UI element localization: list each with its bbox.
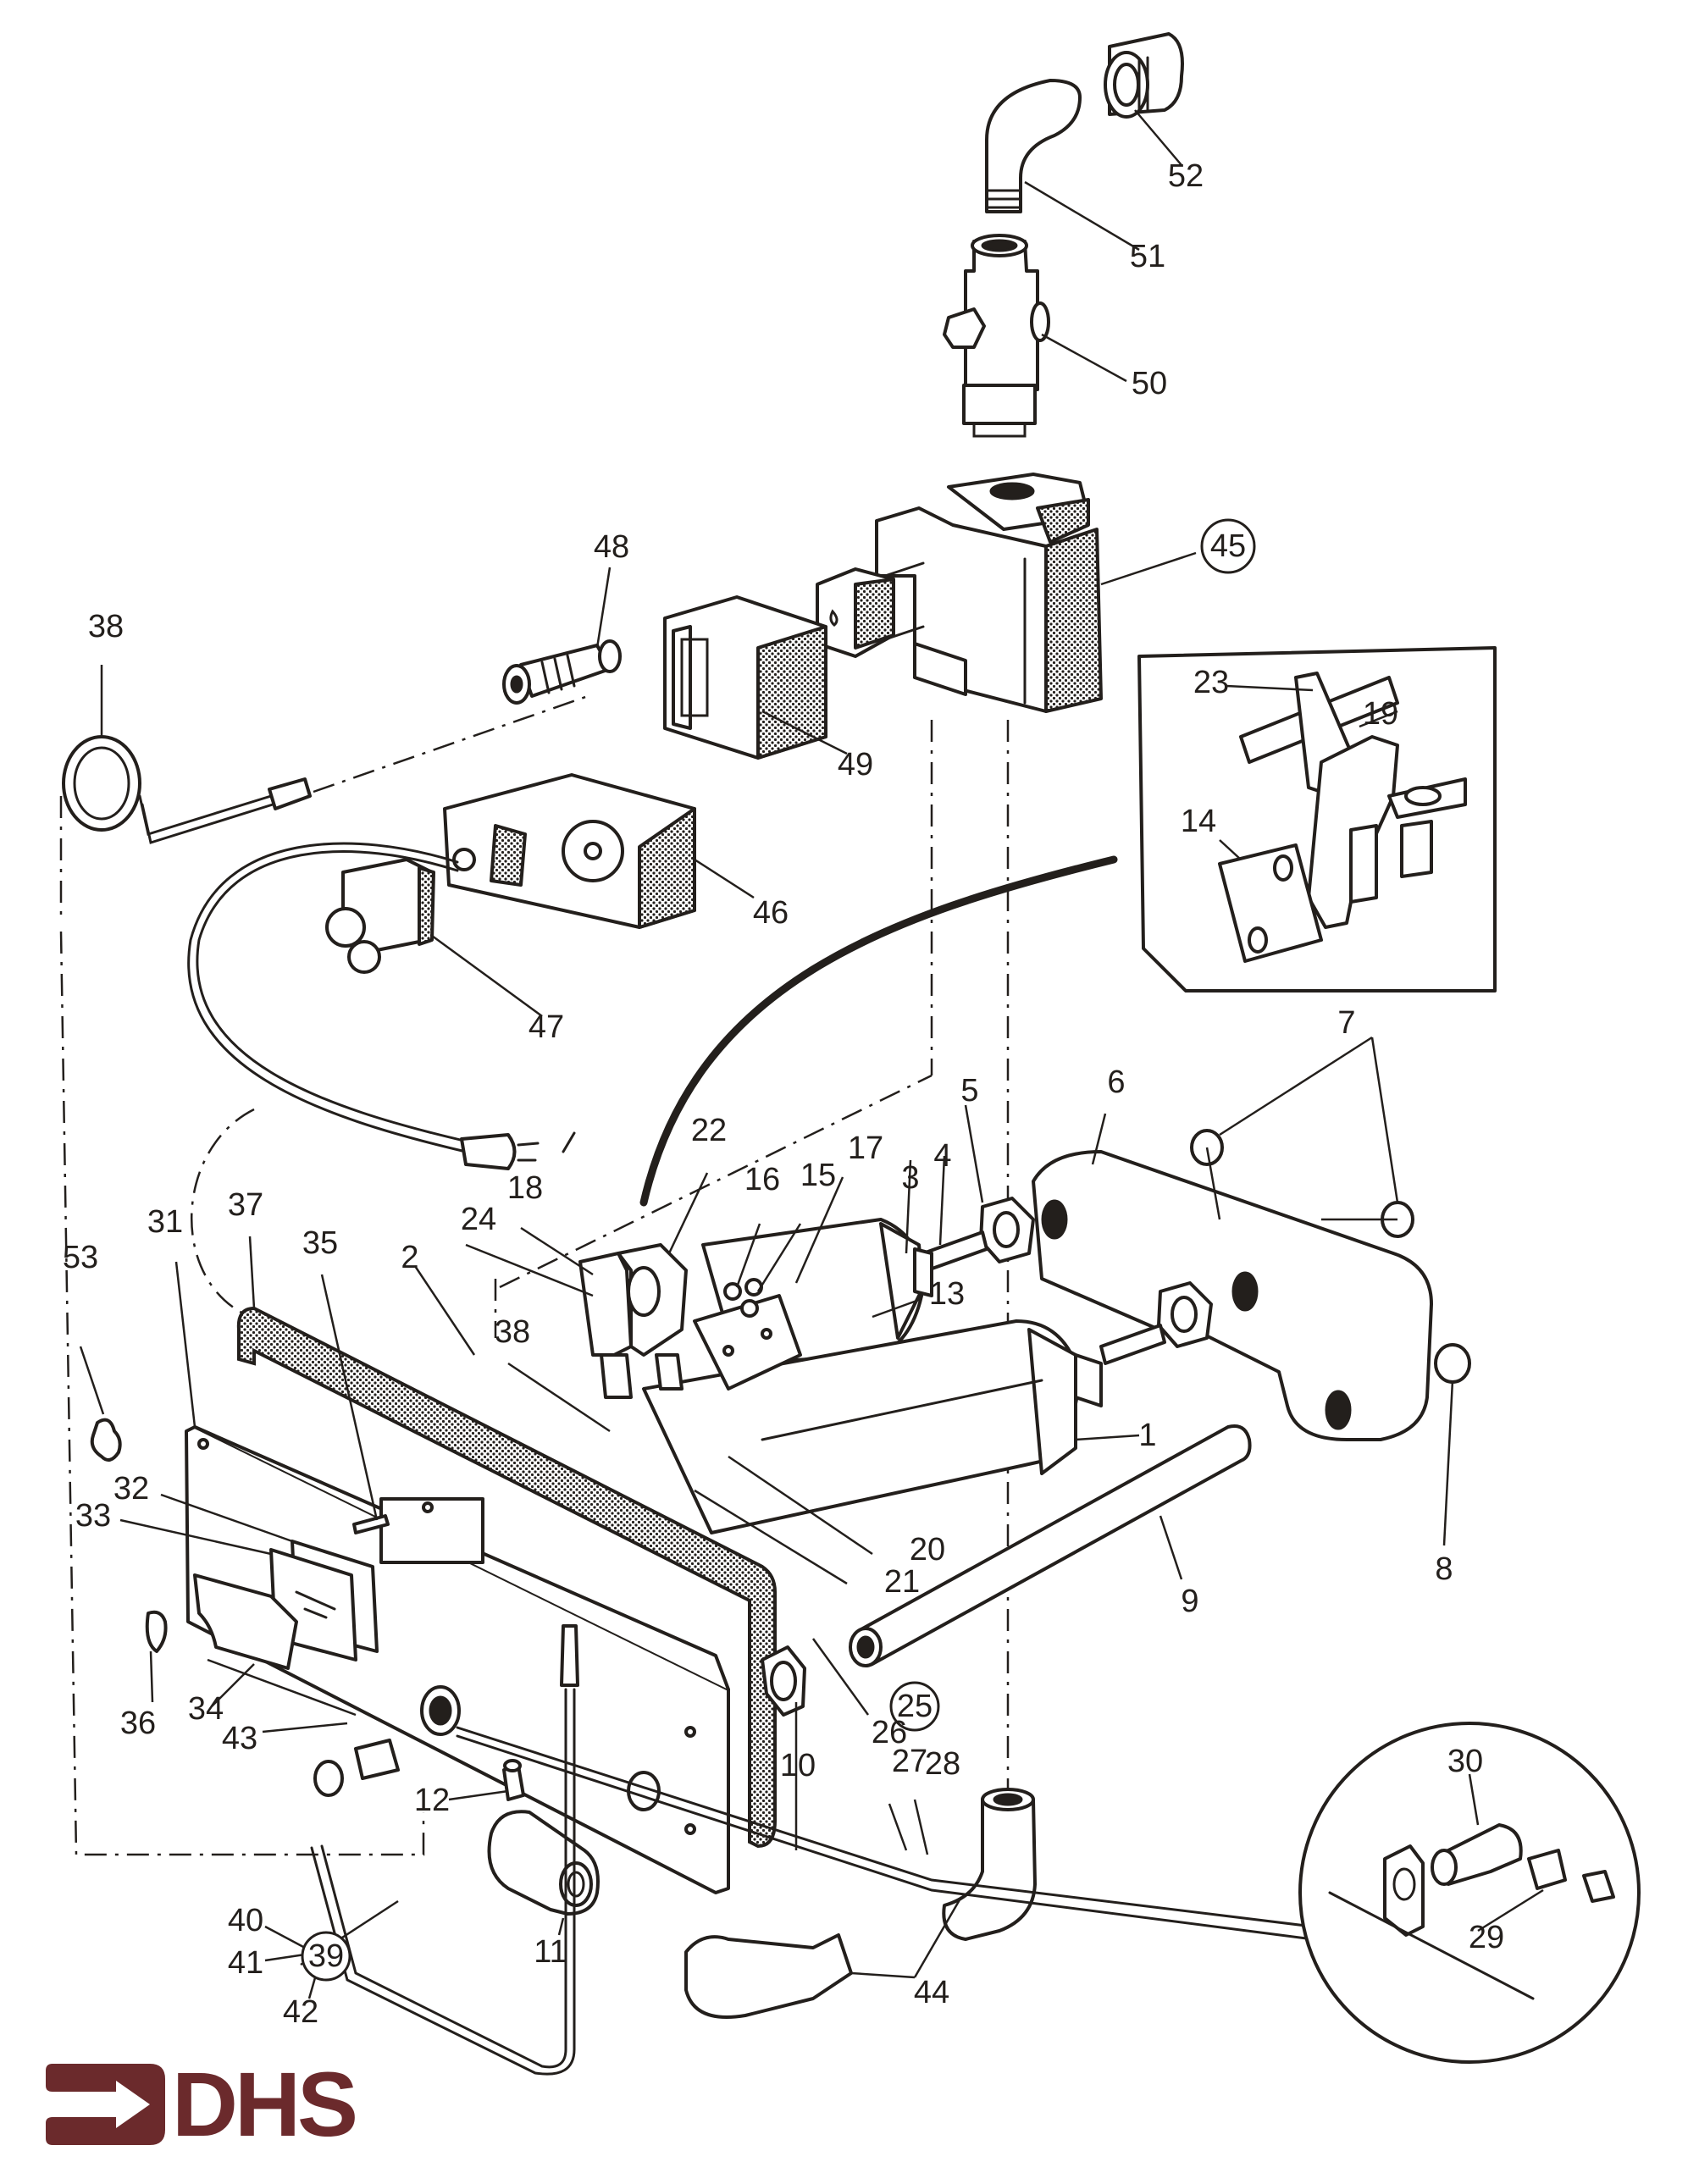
inset-pilot-burner (1137, 646, 1497, 992)
part-35-stud (352, 1514, 390, 1534)
part-12-nipple (502, 1759, 525, 1801)
label-19: 19 (1363, 696, 1398, 732)
label-44: 44 (914, 1975, 949, 2010)
label-51: 51 (1130, 239, 1165, 274)
label-21: 21 (884, 1564, 920, 1600)
label-11: 11 (534, 1934, 567, 1970)
label-43: 43 (222, 1721, 257, 1756)
part-8-cap (1434, 1343, 1471, 1384)
label-27: 27 (892, 1744, 927, 1779)
part-38-thermocouple (62, 735, 312, 844)
gas-line (456, 1726, 1314, 1928)
part-37-rope-seal (236, 1306, 777, 1849)
label-48: 48 (594, 529, 629, 565)
label-14: 14 (1181, 804, 1216, 839)
label-3: 3 (901, 1160, 919, 1196)
label-28: 28 (925, 1746, 960, 1782)
label-50: 50 (1132, 366, 1167, 401)
label-25-circle (889, 1681, 940, 1732)
part-51-elbow (985, 79, 1082, 213)
arrow-bracket-icon (46, 2064, 165, 2145)
label-42: 42 (283, 1994, 318, 2030)
parts-15-16-17-screws (723, 1278, 763, 1318)
label-26: 26 (872, 1715, 907, 1750)
label-38-top: 38 (88, 609, 124, 644)
label-52: 52 (1168, 158, 1204, 194)
label-6: 6 (1107, 1064, 1125, 1100)
label-38-mid: 38 (495, 1314, 530, 1350)
label-34: 34 (188, 1691, 224, 1727)
label-33: 33 (75, 1498, 111, 1534)
part-45-gas-valve (875, 473, 1103, 713)
part-31-front-panel (185, 1425, 730, 1894)
label-5: 5 (960, 1073, 978, 1109)
label-31: 31 (147, 1204, 183, 1240)
part-50-valve-fitting (943, 234, 1050, 438)
part-52-reducer (1104, 32, 1184, 119)
part-4-stud (921, 1230, 1166, 1365)
label-12: 12 (414, 1783, 450, 1818)
label-16: 16 (744, 1162, 780, 1197)
logo-mark-shape (46, 2064, 165, 2145)
label-20: 20 (910, 1532, 945, 1568)
label-13: 13 (929, 1276, 965, 1312)
label-18: 18 (507, 1170, 543, 1206)
part-46-control-unit (443, 773, 696, 929)
label-15: 15 (800, 1158, 836, 1193)
part-44-elbows (684, 1788, 1037, 2019)
label-49: 49 (838, 747, 873, 782)
label-17: 17 (848, 1131, 883, 1166)
label-36: 36 (120, 1706, 156, 1741)
label-1: 1 (1138, 1418, 1156, 1453)
label-29: 29 (1469, 1920, 1504, 1955)
label-39: 39 (308, 1938, 344, 1974)
label-10: 10 (780, 1748, 816, 1783)
label-40: 40 (228, 1903, 263, 1938)
label-37: 37 (228, 1187, 263, 1223)
label-9: 9 (1181, 1584, 1198, 1619)
part-11-elbow (487, 1810, 600, 1916)
ignition-lead (187, 842, 576, 1170)
part-43-union (313, 1739, 400, 1797)
label-8: 8 (1435, 1551, 1453, 1587)
part-18-electrode (578, 1243, 688, 1399)
part-53-wing-nut (90, 1418, 122, 1462)
part-labels: 52 51 50 45 48 49 46 47 38 23 19 14 6 7 … (63, 158, 1504, 2030)
brand-name: DHS (172, 2053, 358, 2155)
brand-logo: DHS (44, 2053, 358, 2155)
main-supply-line (639, 855, 1118, 1207)
label-46: 46 (753, 895, 789, 931)
part-10-nut (761, 1645, 806, 1717)
leader-lines (79, 109, 1544, 1999)
part-49-coil (663, 595, 827, 760)
label-30: 30 (1447, 1744, 1483, 1779)
label-32: 32 (113, 1471, 149, 1507)
part-36-clip (145, 1610, 168, 1653)
thermocouple-tube (310, 1624, 579, 2076)
label-4: 4 (933, 1138, 951, 1174)
part-9-tube (849, 1424, 1252, 1667)
label-25: 25 (897, 1689, 933, 1724)
label-39-circle (301, 1931, 351, 1982)
part-47-ignition-unit (325, 858, 435, 974)
inset-elbow-fitting (1298, 1722, 1641, 2064)
label-47: 47 (529, 1009, 564, 1045)
label-22: 22 (691, 1113, 727, 1148)
part-6-manifold (1032, 1150, 1433, 1441)
label-53: 53 (63, 1240, 98, 1275)
label-45: 45 (1210, 528, 1246, 564)
label-24: 24 (461, 1202, 496, 1237)
label-2: 2 (401, 1240, 418, 1275)
label-35: 35 (302, 1225, 338, 1261)
part-32-33-34-sightglass (193, 1540, 379, 1670)
label-7: 7 (1337, 1005, 1355, 1041)
label-23: 23 (1193, 665, 1229, 700)
assembly-guide-lines (59, 693, 1010, 1897)
part-48-magnet-unit (502, 639, 622, 705)
label-41: 41 (228, 1945, 263, 1981)
label-45-circle (1200, 518, 1256, 574)
